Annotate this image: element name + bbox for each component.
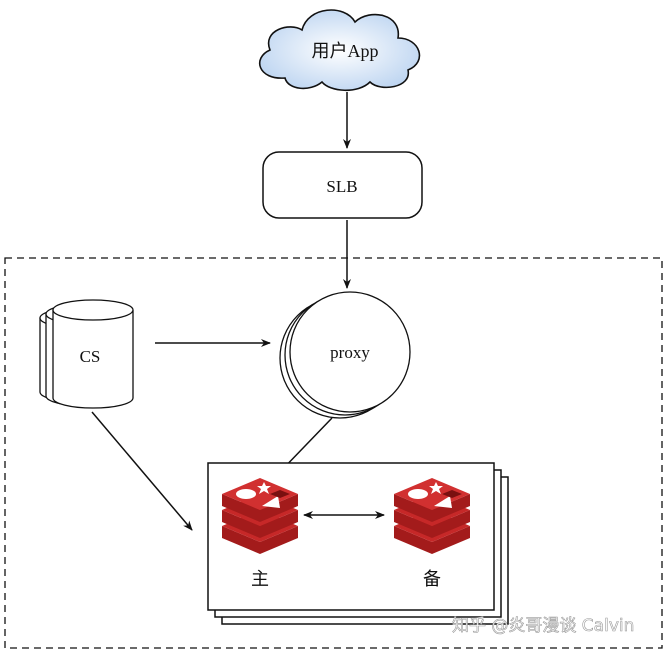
slb-node: SLB	[262, 151, 423, 219]
proxy-label: proxy	[330, 343, 370, 362]
proxy-node: proxy	[279, 291, 411, 419]
cs-node: CS	[39, 299, 134, 409]
client-label: 用户App	[312, 41, 379, 61]
slave-label: 备	[423, 569, 441, 589]
redis-master-icon	[222, 478, 298, 554]
cluster-boundary	[4, 257, 663, 649]
client-cloud: 用户App	[259, 9, 421, 92]
redis-slave-icon	[394, 478, 470, 554]
master-label: 主	[251, 569, 269, 589]
watermark: 知乎 @炎哥漫谈 Calvin	[452, 616, 634, 636]
slb-label: SLB	[326, 177, 357, 196]
arrow-cs-redis	[91, 411, 193, 531]
cs-label: CS	[80, 347, 101, 366]
